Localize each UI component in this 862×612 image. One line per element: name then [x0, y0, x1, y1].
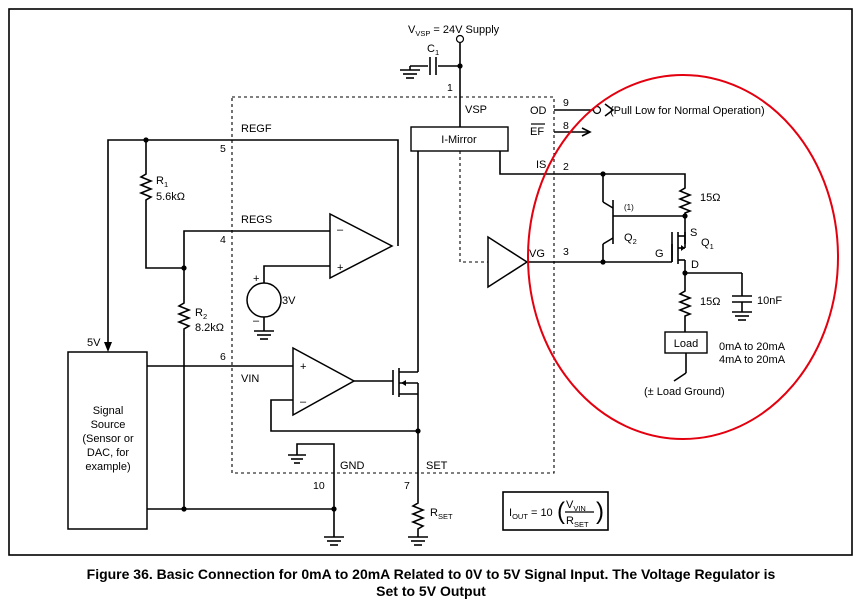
supply-terminal	[455, 34, 465, 44]
svg-text:): )	[596, 498, 604, 525]
svg-text:(Sensor or: (Sensor or	[82, 433, 134, 445]
vin-amplifier	[292, 346, 356, 417]
svg-text:Source: Source	[91, 419, 126, 431]
svg-text:7: 7	[404, 480, 410, 492]
caption-line-2: Set to 5V Output	[376, 583, 486, 599]
q1-transistor	[671, 232, 686, 264]
svg-text:–: –	[337, 224, 344, 236]
vin-label: VIN	[241, 373, 259, 385]
svg-text:6: 6	[220, 351, 226, 363]
signal-source-box	[67, 351, 148, 530]
svg-text:G: G	[655, 248, 664, 260]
svg-text:3V: 3V	[282, 295, 296, 307]
ground-icon	[324, 536, 344, 546]
svg-text:RSET: RSET	[566, 515, 589, 529]
resistor-15-bottom	[677, 288, 693, 332]
svg-text:D: D	[691, 259, 699, 271]
svg-text:Signal: Signal	[93, 405, 124, 417]
rset-resistor	[410, 500, 426, 537]
ground-icon	[408, 536, 428, 546]
svg-text:DAC, for: DAC, for	[87, 447, 130, 459]
schematic-diagram: VVSP = 24V Supply 1 C1 I-Mirror VSP OD E…	[8, 8, 853, 556]
load-range-2: 4mA to 20mA	[719, 354, 786, 366]
r2-resistor	[176, 268, 192, 509]
regf-label: REGF	[241, 123, 272, 135]
svg-text:S: S	[690, 227, 697, 239]
ground-icon	[732, 311, 752, 321]
caption-line-1: Figure 36. Basic Connection for 0mA to 2…	[86, 566, 776, 582]
r1-resistor	[138, 170, 184, 269]
svg-text:–: –	[253, 315, 260, 327]
svg-text:8.2kΩ: 8.2kΩ	[195, 322, 224, 334]
svg-text:9: 9	[563, 97, 569, 109]
figure-frame	[8, 8, 853, 556]
ef-label: EF	[530, 126, 544, 138]
gnd-label: GND	[340, 460, 365, 472]
svg-text:+: +	[253, 273, 259, 285]
voltage-source-3v	[246, 282, 282, 318]
internal-mosfet	[392, 368, 419, 397]
ground-icon	[254, 330, 274, 340]
is-label: IS	[536, 159, 546, 171]
q2-note: (1)	[624, 203, 634, 212]
vsp-label: VSP	[465, 104, 487, 116]
ground-icon	[288, 454, 306, 464]
svg-text:RSET: RSET	[430, 507, 453, 521]
svg-text:15Ω: 15Ω	[700, 192, 720, 204]
iout-formula-box	[502, 491, 609, 531]
svg-text:10nF: 10nF	[757, 295, 782, 307]
ic-boundary	[231, 96, 555, 474]
vg-buffer	[487, 235, 529, 289]
vg-label: VG	[529, 248, 545, 260]
supply-label: VVSP = 24V Supply	[408, 24, 500, 38]
svg-text:–: –	[300, 396, 307, 408]
svg-text:15Ω: 15Ω	[700, 296, 720, 308]
od-label: OD	[530, 105, 547, 117]
svg-text:10: 10	[313, 480, 325, 492]
svg-text:8: 8	[563, 120, 569, 132]
c1-label: C1	[427, 43, 439, 57]
figure-caption: Figure 36. Basic Connection for 0mA to 2…	[0, 566, 862, 600]
svg-text:Load: Load	[674, 338, 698, 350]
set-label: SET	[426, 460, 448, 472]
svg-text:+: +	[300, 361, 306, 373]
regs-label: REGS	[241, 214, 272, 226]
od-note: (Pull Low for Normal Operation)	[610, 105, 765, 117]
svg-text:example): example)	[85, 461, 130, 473]
svg-text:5.6kΩ: 5.6kΩ	[156, 191, 185, 203]
highlight-ellipse	[527, 74, 839, 440]
q1-label: Q1	[701, 237, 714, 251]
svg-text:5: 5	[220, 143, 226, 155]
svg-text:IOUT = 10: IOUT = 10	[509, 507, 553, 521]
svg-text:2: 2	[563, 161, 569, 173]
q2-label: Q2	[624, 232, 637, 246]
resistor-15-top	[677, 184, 693, 244]
load-ground-note: (± Load Ground)	[644, 386, 725, 398]
svg-text:I-Mirror: I-Mirror	[441, 134, 477, 146]
i-mirror-block	[410, 126, 509, 152]
svg-text:4: 4	[220, 234, 226, 246]
load-range-1: 0mA to 20mA	[719, 341, 786, 353]
voltage-buffer	[329, 212, 394, 280]
svg-text:R1: R1	[156, 175, 168, 189]
svg-text:VVIN: VVIN	[566, 499, 586, 513]
q2-transistor	[602, 174, 685, 262]
ground-icon	[400, 66, 420, 79]
five-v-label: 5V	[87, 337, 101, 349]
svg-text:+: +	[337, 262, 343, 274]
svg-text:3: 3	[563, 246, 569, 258]
svg-text:R2: R2	[195, 307, 207, 321]
svg-text:(: (	[557, 498, 565, 525]
pin-1: 1	[447, 82, 453, 94]
